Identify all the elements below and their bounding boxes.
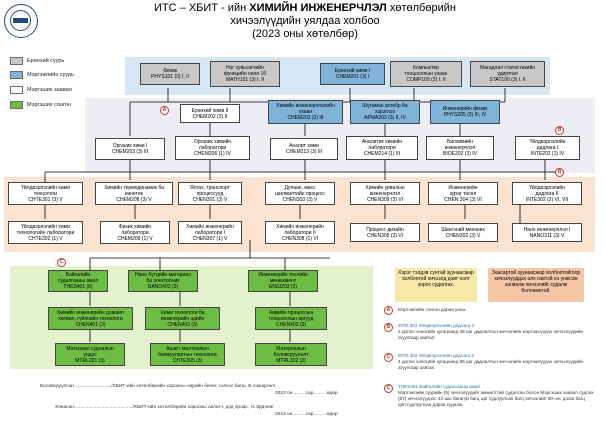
expl-c: INTE 302 Үйлдвэрлэлийн дадлага II 4 доло… — [398, 353, 584, 370]
signature-reviewed: Хянасан.................................… — [55, 405, 274, 410]
expl-marker-a: A — [384, 306, 393, 315]
marker-b-1: B — [555, 126, 564, 135]
expl-marker-d: C — [384, 384, 393, 393]
signature-prepared: Боловсруулсан ..........................… — [40, 384, 276, 389]
logo-emblem — [13, 18, 28, 23]
marker-b-2: B — [555, 168, 564, 177]
logo-ring — [10, 10, 31, 31]
note-orange: Заасартой зуунаасжар холбоотойгоор хичээ… — [488, 268, 584, 302]
expl-marker-b: B — [384, 323, 393, 332]
legend-swatch-general — [10, 57, 23, 65]
expl-marker-c: C — [384, 353, 393, 362]
legend-label-prof: Мэргэжлийн суурь — [27, 72, 75, 78]
legend-swatch-elective — [10, 101, 23, 109]
marker-c: C — [57, 258, 66, 267]
signature-reviewed-date: 2023 он..........сар..........өдөр — [275, 412, 338, 417]
expl-d: THES401 Байгалийн судалгааны ажил Мэргэж… — [398, 384, 594, 407]
legend-label-required: Мэргэших заавал — [27, 87, 72, 93]
signature-prepared-date: 2023 он..........сар..........өдөр — [275, 391, 338, 396]
note-yellow: Хэрэг тэлдэв сунтай зуунаасжар холбоотой… — [395, 268, 477, 302]
legend-swatch-required — [10, 86, 23, 94]
university-logo — [4, 4, 38, 38]
expl-a: Мэргэжлийн сонгон дараа унаа. — [398, 307, 467, 312]
legend-swatch-prof — [10, 71, 23, 79]
expl-b: INTE 302 Үйлдвэрлэлийн дадлага II 2 доло… — [398, 323, 584, 340]
page-title: ИТС – ХБИТ - ийн ХИМИЙН ИНЖЕНЕРЧЛЭЛ хөтө… — [154, 2, 456, 40]
marker-a: A — [160, 106, 169, 115]
legend-label-general: Ерөнхий суурь — [27, 58, 65, 64]
legend-label-elective: Мэргэших сонгон — [27, 102, 71, 108]
